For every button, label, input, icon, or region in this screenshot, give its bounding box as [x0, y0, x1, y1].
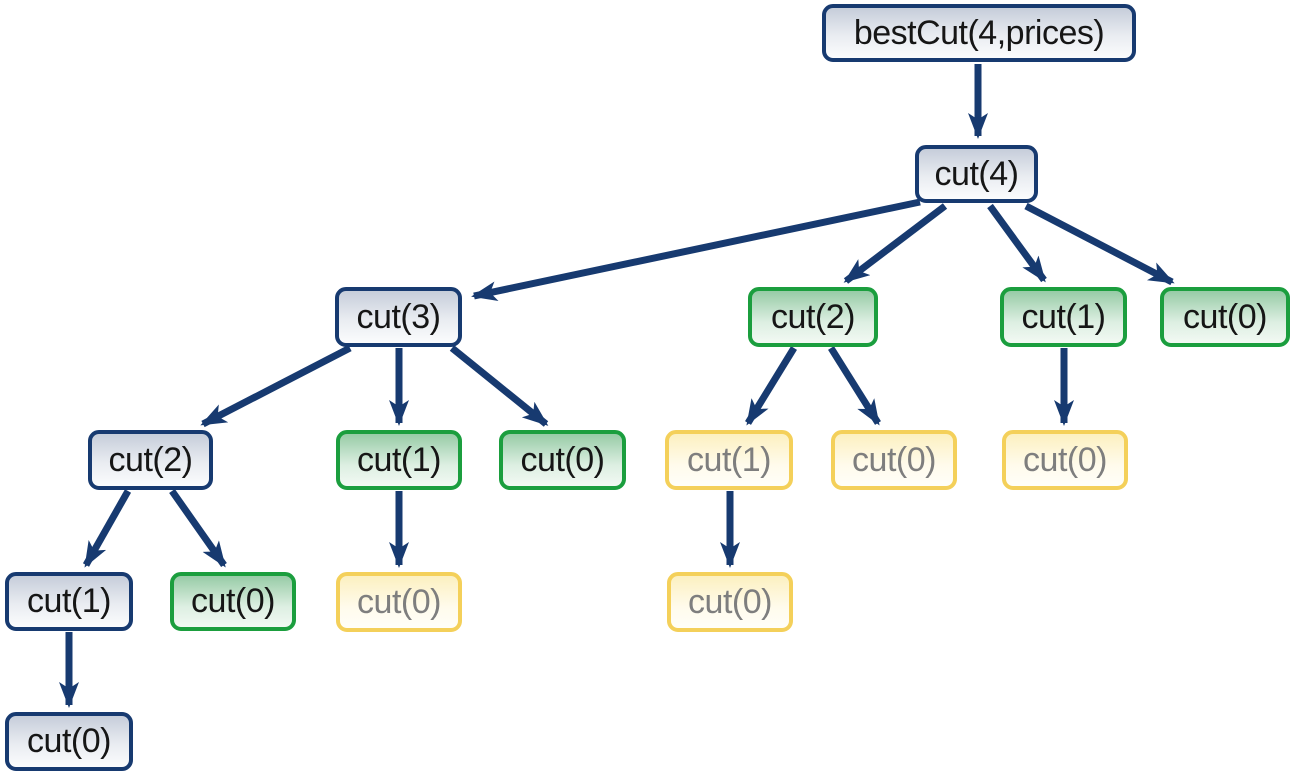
- node-cut2-green: cut(2): [748, 287, 878, 347]
- edge-cut4-cut1g: [987, 203, 1047, 283]
- edge-cut2g-cut0y: [828, 346, 881, 426]
- edge-cut2b-cut1b: [82, 489, 132, 568]
- edge-cut3-cut0g: [449, 345, 549, 427]
- edge-cut4-cut0g: [1024, 202, 1175, 286]
- node-cut0-blue: cut(0): [5, 712, 133, 771]
- node-cut1-green-r2: cut(1): [1000, 287, 1127, 347]
- node-cut0-green-r2: cut(0): [1160, 287, 1290, 347]
- node-bestcut-root: bestCut(4,prices): [822, 4, 1136, 62]
- edge-cut2g-cut1y: [745, 346, 797, 426]
- node-cut1-blue: cut(1): [5, 572, 133, 631]
- node-cut2-blue: cut(2): [88, 430, 213, 490]
- node-cut1-green-r3: cut(1): [336, 430, 462, 490]
- node-cut3: cut(3): [335, 287, 462, 347]
- edge-cut4-cut3: [471, 198, 921, 302]
- node-cut4: cut(4): [915, 145, 1038, 203]
- node-cut0-yellow-1: cut(0): [831, 430, 957, 490]
- node-cut1-yellow: cut(1): [665, 430, 793, 490]
- node-cut0-yellow-2: cut(0): [1002, 430, 1128, 490]
- node-cut0-green-r4: cut(0): [170, 572, 296, 631]
- node-cut0-yellow-3: cut(0): [336, 572, 462, 632]
- edge-cut2b-cut0g: [169, 488, 227, 568]
- node-cut0-green-r3: cut(0): [499, 430, 626, 490]
- node-cut0-yellow-4: cut(0): [667, 572, 793, 632]
- edge-cut3-cut2b: [200, 344, 352, 428]
- edge-cut4-cut2g: [843, 203, 948, 284]
